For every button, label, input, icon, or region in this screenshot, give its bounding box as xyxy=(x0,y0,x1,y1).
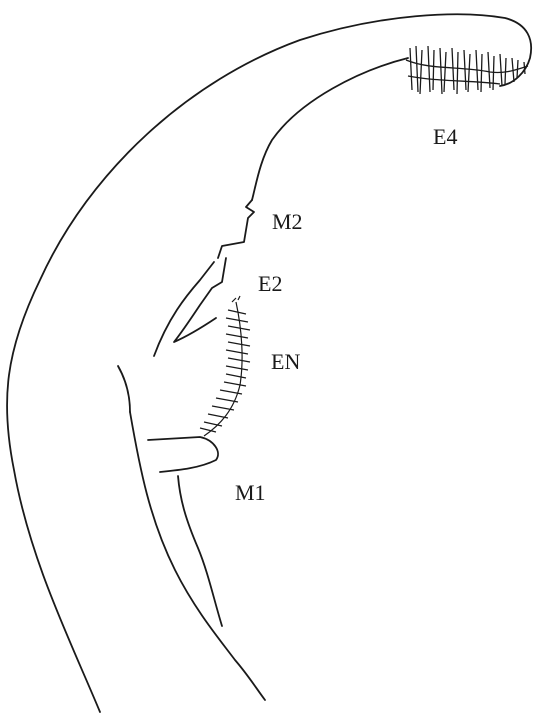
e2-tooth xyxy=(174,258,226,342)
label-e2: E2 xyxy=(258,273,282,295)
en-brush xyxy=(200,296,250,436)
label-en: EN xyxy=(271,351,300,373)
label-m2: M2 xyxy=(272,211,303,233)
outer-contour xyxy=(7,14,531,712)
m2-notch xyxy=(218,200,254,258)
e4-brush xyxy=(406,46,528,94)
m1-lobe-upper xyxy=(118,366,130,412)
label-m1: M1 xyxy=(235,482,266,504)
inner-lower-edge xyxy=(130,412,265,700)
label-e4: E4 xyxy=(433,126,457,148)
e2-inner xyxy=(154,262,214,356)
inner-edge-upper xyxy=(252,58,408,200)
m1-lobe xyxy=(148,437,218,472)
m1-process xyxy=(178,476,222,626)
